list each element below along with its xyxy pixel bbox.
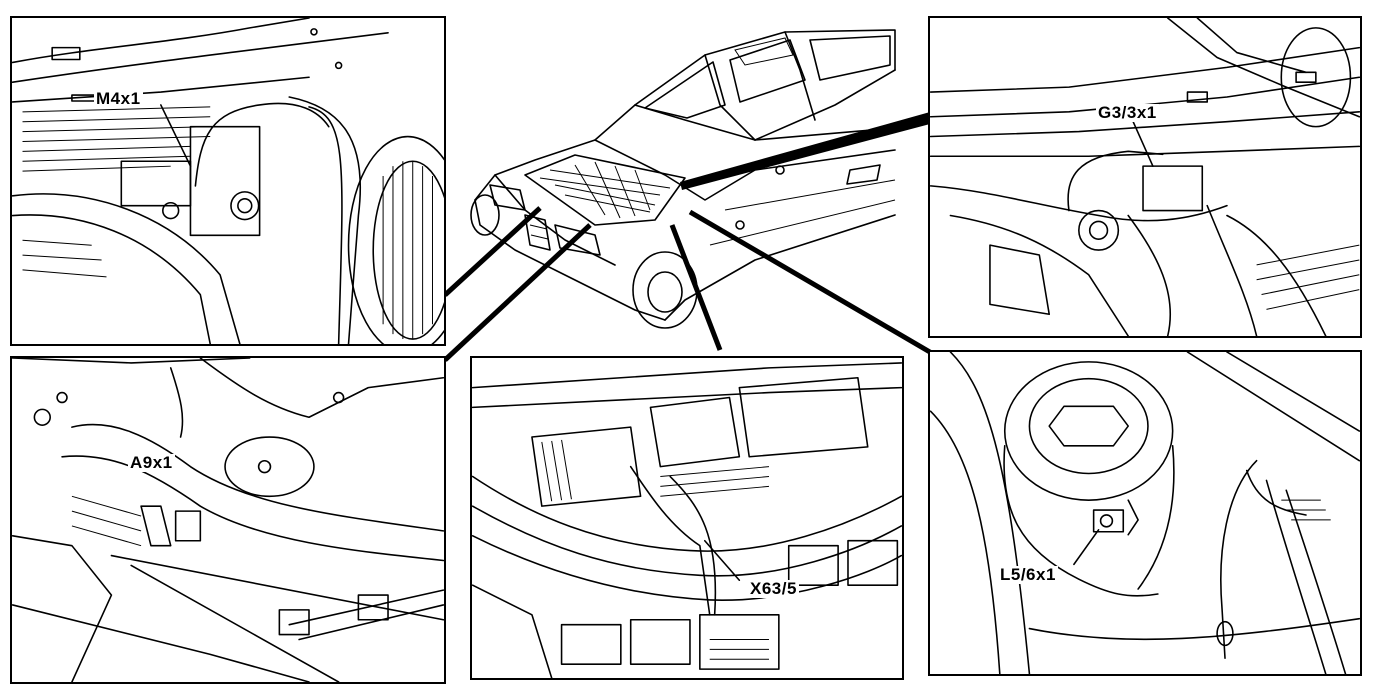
- detail-panel-x635: X63/5: [470, 356, 904, 680]
- detail-panel-a9x1: A9x1: [10, 356, 446, 684]
- car-illustration: [470, 29, 896, 329]
- label-l56x1: L5/6x1: [998, 565, 1058, 584]
- engine-detail-drawing: [12, 358, 444, 682]
- detail-panel-m4x1: M4x1: [10, 16, 446, 346]
- engine-detail-drawing: [930, 352, 1360, 674]
- label-g33x1: G3/3x1: [1096, 103, 1159, 122]
- engine-detail-drawing: [12, 18, 444, 344]
- engine-detail-drawing: [930, 18, 1360, 336]
- label-m4x1: M4x1: [94, 89, 143, 108]
- engine-detail-drawing: [472, 362, 902, 678]
- label-a9x1: A9x1: [128, 453, 175, 472]
- detail-panel-l56x1: L5/6x1: [928, 350, 1362, 676]
- detail-panel-g33x1: G3/3x1: [928, 16, 1362, 338]
- label-x635: X63/5: [748, 579, 799, 598]
